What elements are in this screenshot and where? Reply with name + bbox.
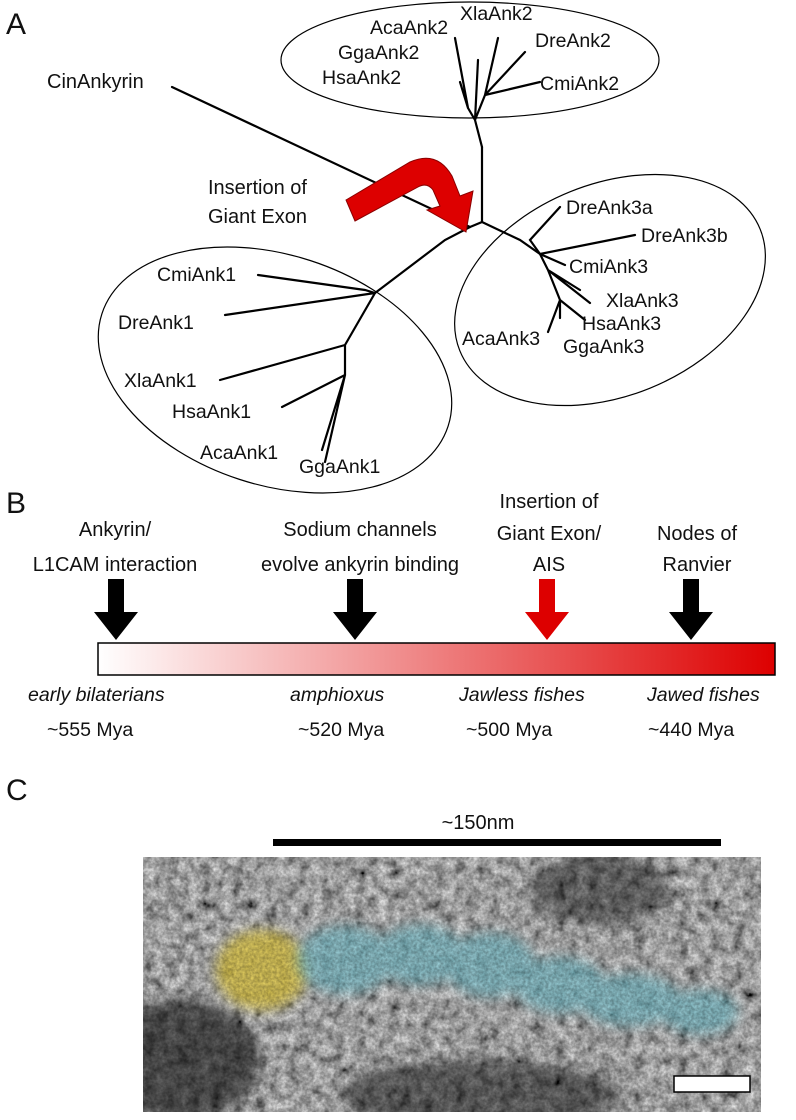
event-arrow-3	[525, 579, 569, 640]
panel-c-letter: C	[6, 774, 28, 807]
leaf-label: DreAnk2	[535, 30, 611, 52]
ank3-branches	[528, 205, 637, 334]
period-age: ~520 Mya	[298, 719, 384, 741]
leaf-label: XlaAnk2	[460, 3, 533, 25]
event-label: Sodium channels	[283, 519, 436, 541]
ank1-branches	[218, 273, 377, 464]
micrograph-scale-bar	[673, 1075, 751, 1093]
period-name: Jawless fishes	[458, 684, 585, 706]
scale-bar-label: ~150nm	[442, 812, 515, 834]
panel-b-letter: B	[6, 487, 26, 520]
leaf-label: AcaAnk1	[200, 442, 278, 464]
event-label: Ranvier	[663, 554, 732, 576]
timeline-event-labels: Ankyrin/ L1CAM interaction Sodium channe…	[33, 491, 738, 576]
insertion-label-line1: Insertion of	[208, 177, 307, 199]
timeline-periods: early bilaterians ~555 Mya amphioxus ~52…	[28, 684, 760, 741]
leaf-label: HsaAnk3	[582, 313, 661, 335]
panel-a-letter: A	[6, 8, 26, 41]
event-arrow-2	[333, 579, 377, 640]
leaf-label: HsaAnk1	[172, 401, 251, 423]
event-label: AIS	[533, 554, 565, 576]
leaf-label: DreAnk1	[118, 312, 194, 334]
leaf-label: GgaAnk2	[338, 42, 419, 64]
insertion-arrow	[345, 157, 474, 233]
event-label: evolve ankyrin binding	[261, 554, 459, 576]
period-name: early bilaterians	[28, 684, 165, 706]
electron-micrograph	[143, 857, 761, 1112]
period-age: ~500 Mya	[466, 719, 552, 741]
event-label: Ankyrin/	[79, 519, 152, 541]
leaf-label: CmiAnk1	[157, 264, 236, 286]
timeline-gradient-bar	[97, 642, 776, 676]
period-age: ~555 Mya	[47, 719, 133, 741]
leaf-label: GgaAnk3	[563, 336, 644, 358]
outgroup-branch	[170, 85, 472, 229]
period-name: Jawed fishes	[646, 684, 760, 706]
event-arrow-4	[669, 579, 713, 640]
phylogenetic-tree	[97, 1, 766, 494]
leaf-label: DreAnk3a	[566, 197, 653, 219]
leaf-label: HsaAnk2	[322, 67, 401, 89]
leaf-label: CmiAnk2	[540, 73, 619, 95]
event-label: Nodes of	[657, 523, 737, 545]
top-scale-bar	[273, 839, 721, 846]
ank1-clade-ellipse	[97, 246, 453, 494]
outgroup-label: CinAnkyrin	[47, 71, 144, 93]
ank2-clade-ellipse	[280, 1, 660, 119]
period-age: ~440 Mya	[648, 719, 734, 741]
event-label: Insertion of	[500, 491, 599, 513]
event-arrow-1	[94, 579, 138, 640]
leaf-label: XlaAnk1	[124, 370, 197, 392]
event-label: L1CAM interaction	[33, 554, 198, 576]
event-label: Giant Exon/	[497, 523, 602, 545]
leaf-label: CmiAnk3	[569, 256, 648, 278]
period-name: amphioxus	[290, 684, 385, 706]
ank3-clade-ellipse	[454, 173, 766, 407]
leaf-label: AcaAnk3	[462, 328, 540, 350]
event-arrows	[94, 579, 713, 640]
leaf-label: DreAnk3b	[641, 225, 728, 247]
tree-labels: CinAnkyrin Insertion of Giant Exon AcaAn…	[47, 3, 728, 478]
central-node-branches	[373, 145, 542, 295]
leaf-label: AcaAnk2	[370, 17, 448, 39]
leaf-label: GgaAnk1	[299, 456, 380, 478]
ank2-branches	[453, 36, 542, 149]
insertion-label-line2: Giant Exon	[208, 206, 307, 228]
leaf-label: XlaAnk3	[606, 290, 679, 312]
